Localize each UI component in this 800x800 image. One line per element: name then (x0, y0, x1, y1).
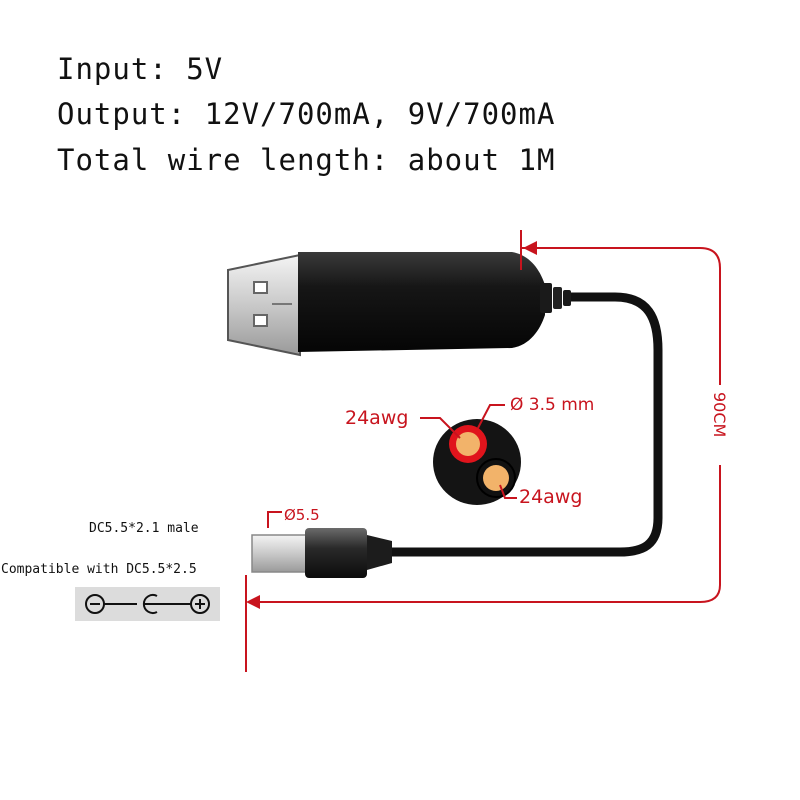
plug-housing (305, 528, 367, 578)
usb-housing (298, 252, 545, 352)
usb-pin-slot (253, 314, 268, 327)
polarity-symbol (75, 587, 220, 621)
minus-circle-icon (85, 594, 105, 614)
plug-metal-tip (251, 534, 308, 573)
length-dimension-label: 90CM (710, 392, 729, 437)
length-dimension: 90CM (245, 230, 732, 672)
cable-wire (380, 292, 663, 557)
usb-connector (227, 253, 301, 357)
compat-spec-label: Compatible with DC5.5*2.5 (1, 562, 197, 577)
cable-cross-section (433, 419, 521, 505)
dc-barrel-plug (251, 528, 392, 578)
plug-spec-label: DC5.5*2.1 male (89, 521, 199, 536)
spec-input-voltage: Input: 5V (57, 52, 224, 86)
center-pin-icon (142, 594, 159, 614)
spec-output-voltage: Output: 12V/700mA, 9V/700mA (57, 97, 556, 131)
wire-awg-label-top: 24awg (345, 407, 408, 429)
arrow-head-icon (523, 241, 537, 255)
cable-diameter-label: Ø 3.5 mm (510, 395, 594, 415)
usb-pin-slot (253, 281, 268, 294)
plug-diameter-label: Ø5.5 (284, 506, 320, 524)
arrow-head-icon (246, 595, 260, 609)
plus-circle-icon (190, 594, 210, 614)
spec-wire-length: Total wire length: about 1M (57, 143, 556, 177)
wire-awg-label-bottom: 24awg (519, 486, 582, 508)
strain-relief (540, 283, 571, 313)
